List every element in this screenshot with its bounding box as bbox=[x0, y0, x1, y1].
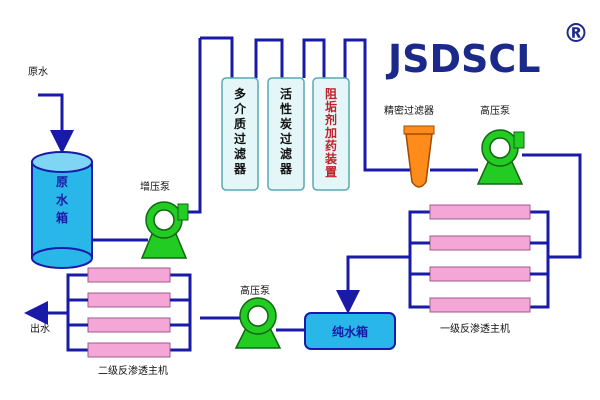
multimedia-filter bbox=[221, 77, 259, 191]
outlet-label: 出水 bbox=[30, 322, 50, 335]
ro-stage1-unit bbox=[429, 204, 531, 313]
antiscalant-label: 阻垢剂加药装置 bbox=[324, 86, 337, 179]
precision-filter-icon bbox=[403, 125, 435, 188]
ro1-left-manifold bbox=[408, 210, 430, 309]
pipe-booster-up bbox=[180, 38, 202, 214]
pipe-to-filter1 bbox=[200, 36, 234, 78]
brand-logo-text: JSDSCL bbox=[385, 37, 541, 81]
pipe-filter2-3 bbox=[302, 38, 326, 78]
carbon-filter bbox=[267, 77, 305, 191]
raw-water-tank bbox=[31, 151, 93, 269]
pipe-raw-inlet bbox=[38, 93, 74, 154]
ro2-left-manifold bbox=[66, 273, 88, 352]
raw-water-label: 原水 bbox=[28, 66, 48, 78]
pipe-pump-ro1 bbox=[522, 153, 582, 259]
ro-stage2-unit bbox=[87, 267, 171, 358]
antiscalant-device bbox=[312, 77, 350, 191]
booster-pump-icon bbox=[140, 201, 189, 259]
raw-tank-label: 原水箱 bbox=[56, 175, 69, 225]
ro-stage2-label: 二级反渗透主机 bbox=[98, 364, 168, 377]
pipe-filter1-2 bbox=[254, 38, 284, 78]
high-pressure-pump-1-label: 高压泵 bbox=[480, 104, 510, 117]
pure-tank-label: 纯水箱 bbox=[332, 324, 368, 339]
high-pressure-pump-2-label: 高压泵 bbox=[240, 284, 270, 297]
pure-water-tank bbox=[304, 312, 396, 350]
ro1-right-manifold bbox=[530, 210, 550, 309]
ro2-right-manifold bbox=[170, 273, 192, 352]
multimedia-filter-label: 多介质过滤器 bbox=[233, 86, 247, 176]
high-pressure-pump-2-icon bbox=[234, 297, 282, 349]
booster-pump-label: 增压泵 bbox=[140, 180, 170, 193]
registered-mark: ® bbox=[563, 19, 589, 49]
high-pressure-pump-1-icon bbox=[476, 129, 525, 185]
pipe-to-precision bbox=[343, 38, 410, 172]
carbon-filter-label: 活性炭过滤器 bbox=[279, 86, 293, 176]
ro-stage1-label: 一级反渗透主机 bbox=[440, 322, 510, 335]
pipe-ro1-tank bbox=[336, 255, 410, 314]
precision-filter-label: 精密过滤器 bbox=[384, 104, 434, 117]
